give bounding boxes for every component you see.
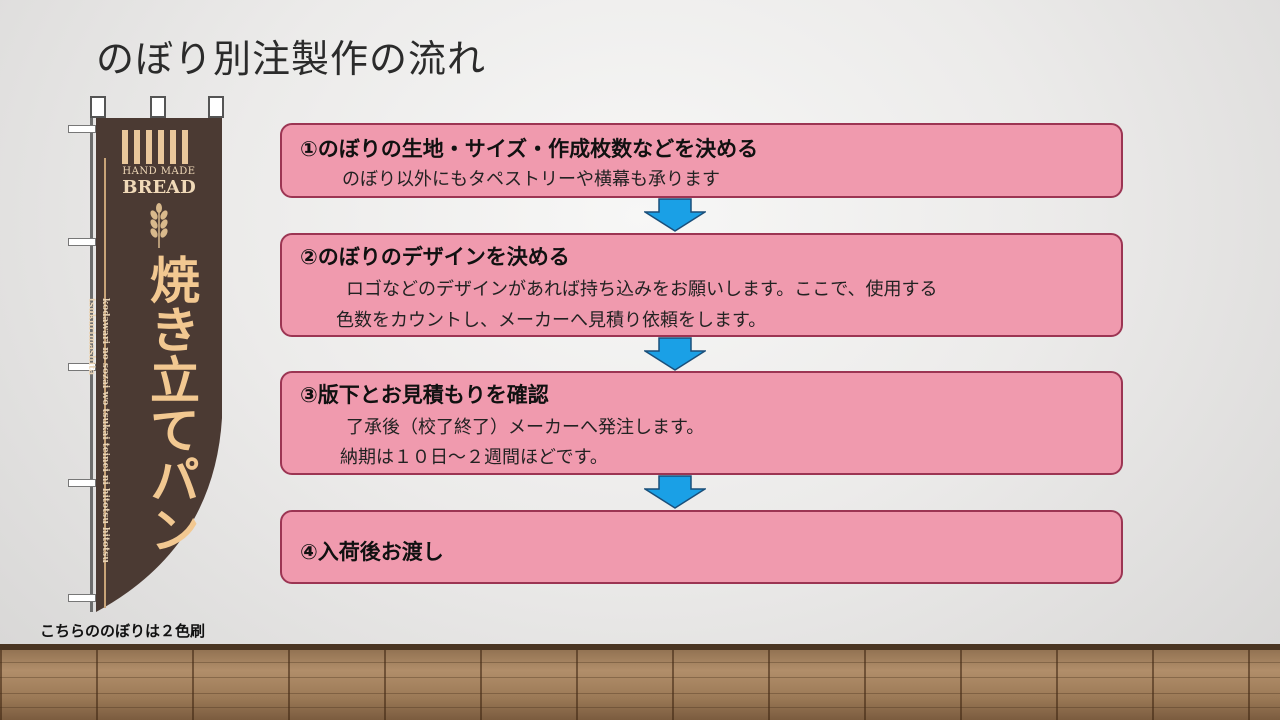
- down-arrow-icon: [644, 198, 706, 232]
- flag-clip: [208, 96, 224, 118]
- flag-hand-made-text: HAND MADE: [122, 166, 196, 177]
- step-detail: のぼり以外にもタペストリーや横幕も承ります: [342, 169, 720, 190]
- slide-title: のぼり別注製作の流れ: [96, 37, 487, 81]
- step-title: ②のぼりのデザインを決める: [300, 245, 570, 269]
- flag-sub-text: kodawari no sozai wo tsukai teinei ni hi…: [86, 298, 110, 563]
- step-box-3: ③版下とお見積もりを確認 了承後（校了終了）メーカーへ発注します。 納期は１０日…: [280, 371, 1123, 475]
- step-box-2: ②のぼりのデザインを決める ロゴなどのデザインがあれば持ち込みをお願いします。こ…: [280, 233, 1123, 337]
- wheat-icon: [144, 202, 174, 248]
- step-title: ④入荷後お渡し: [300, 540, 444, 564]
- step-detail: 了承後（校了終了）メーカーへ発注します。: [346, 417, 705, 438]
- flag-bread-text: BREAD: [122, 177, 196, 198]
- flag-side-tab: [68, 479, 96, 487]
- step-detail: ロゴなどのデザインがあれば持ち込みをお願いします。ここで、使用する: [346, 279, 938, 300]
- step-box-1: ①のぼりの生地・サイズ・作成枚数などを決める のぼり以外にもタペストリーや横幕も…: [280, 123, 1123, 198]
- flag-fabric: HAND MADE BREAD kodawari no sozai wo tsu…: [86, 118, 222, 612]
- flag-divider-line: [104, 158, 106, 608]
- flag-side-tab: [68, 238, 96, 246]
- flag-caption: こちらののぼりは２色刷: [40, 622, 206, 640]
- flag-side-tab: [68, 125, 96, 133]
- flag-clip: [150, 96, 166, 118]
- step-box-4: ④入荷後お渡し: [280, 510, 1123, 584]
- flag-clip: [90, 96, 106, 118]
- step-title: ③版下とお見積もりを確認: [300, 383, 549, 407]
- step-title: ①のぼりの生地・サイズ・作成枚数などを決める: [300, 137, 759, 161]
- flag-side-tab: [68, 363, 96, 371]
- flag-stripes: [122, 130, 188, 164]
- flag-main-text: 焼き立てパン: [142, 254, 201, 554]
- down-arrow-icon: [644, 337, 706, 371]
- down-arrow-icon: [644, 475, 706, 509]
- flag-side-tab: [68, 594, 96, 602]
- step-detail: 色数をカウントし、メーカーへ見積り依頼をします。: [336, 310, 767, 331]
- wood-floor: [0, 644, 1280, 720]
- step-detail: 納期は１０日～２週間ほどです。: [340, 447, 608, 468]
